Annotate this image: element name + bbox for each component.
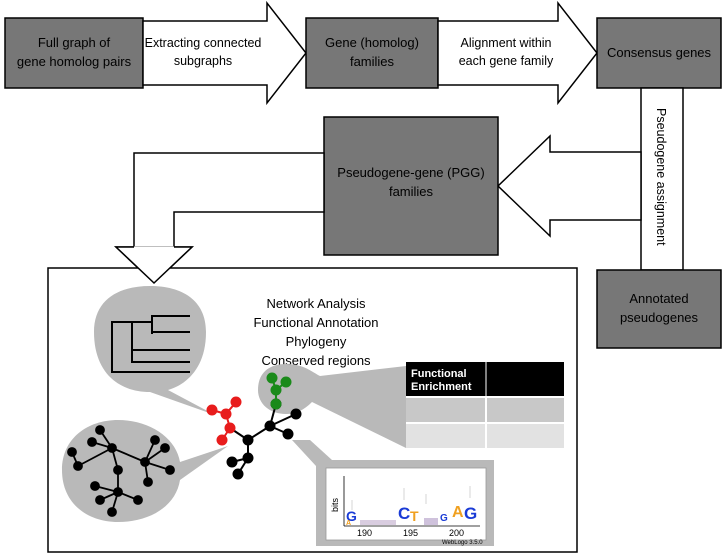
enrichment-bubble (258, 364, 406, 448)
logo-low-letters (360, 520, 396, 525)
table-cell (406, 424, 485, 448)
weblogo-tick: 200 (449, 528, 464, 538)
logo-letter: C (398, 504, 410, 523)
network-bubble (62, 420, 228, 522)
align-label-line1: Alignment within (460, 36, 551, 50)
full-graph-line1: Full graph of (38, 35, 111, 50)
assignment-bar: Pseudogene assignment (640, 87, 684, 271)
extract-arrow: Extracting connected subgraphs (142, 0, 307, 106)
logo-letter: A (452, 504, 464, 521)
align-label-line2: each gene family (459, 54, 554, 68)
to-pgg-arrow (496, 134, 642, 238)
weblogo-ylabel: bits (330, 497, 340, 512)
weblogo-tick: 195 (403, 528, 418, 538)
gene-families-box: Gene (homolog) families (305, 17, 439, 89)
pgg-line1: Pseudogene-gene (PGG) (337, 165, 484, 180)
table-cell (406, 398, 485, 422)
align-arrow: Alignment within each gene family (437, 0, 598, 106)
full-graph-box: Full graph of gene homolog pairs (4, 17, 144, 89)
weblogo-inset: bits G A C T G A G 190 195 200 WebLogo 3… (325, 467, 487, 546)
annotated-line1: Annotated (629, 291, 688, 306)
annotated-line2: pseudogenes (620, 310, 699, 325)
table-cell (487, 424, 564, 448)
extract-label-line1: Extracting connected (145, 36, 262, 50)
logo-letter: G (346, 508, 357, 524)
table-cell (487, 398, 564, 422)
weblogo-letters: G A C T G A G (346, 504, 477, 527)
network-graph-icon (67, 425, 175, 517)
table-header-line2: Enrichment (411, 381, 472, 393)
enrichment-table: Functional Enrichment (406, 362, 564, 448)
pgg-box: Pseudogene-gene (PGG) families (323, 116, 499, 256)
central-tree (206, 372, 302, 480)
full-graph-line2: gene homolog pairs (17, 54, 132, 69)
annotated-box: Annotated pseudogenes (596, 269, 722, 349)
weblogo-tick: 190 (357, 528, 372, 538)
analysis-item: Network Analysis (267, 296, 366, 311)
pgg-line2: families (389, 184, 434, 199)
logo-low-letters (424, 518, 438, 525)
logo-letter: G (464, 504, 477, 523)
weblogo-credit: WebLogo 3.5.0 (442, 540, 483, 546)
assignment-label: Pseudogene assignment (654, 108, 668, 246)
table-header-line1: Functional (411, 368, 467, 380)
gene-families-line2: families (350, 54, 395, 69)
analysis-item: Functional Annotation (253, 315, 378, 330)
phylogeny-tree-icon (111, 315, 190, 373)
logo-letter: T (410, 508, 419, 524)
consensus-box: Consensus genes (596, 17, 722, 89)
consensus-label: Consensus genes (607, 45, 712, 60)
analysis-item: Phylogeny (286, 334, 347, 349)
gene-families-line1: Gene (homolog) (325, 35, 419, 50)
extract-label-line2: subgraphs (174, 54, 232, 68)
logo-letter: G (440, 513, 448, 524)
logo-letter: A (346, 520, 351, 527)
phylogeny-bubble (94, 286, 215, 415)
